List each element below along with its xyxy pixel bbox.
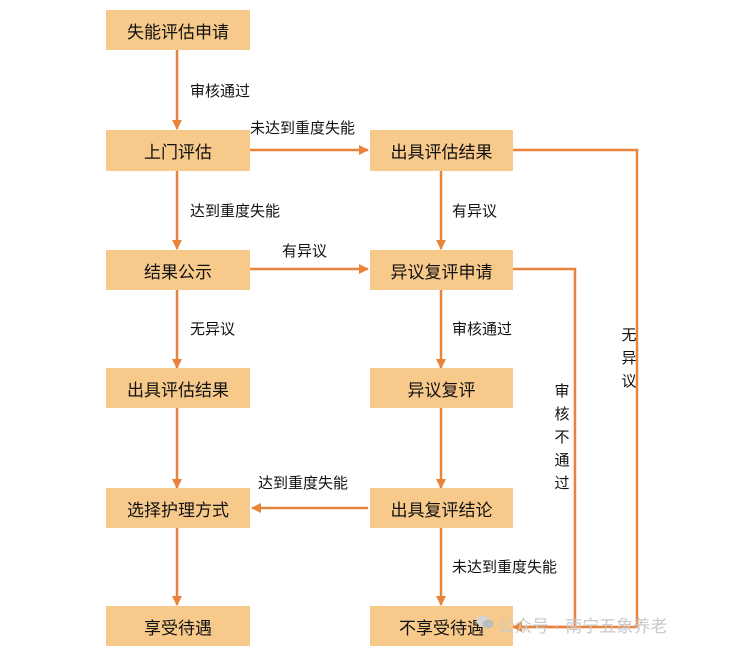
box-enjoy: 享受待遇	[106, 606, 250, 646]
arrow-result-right-no-objection	[512, 148, 639, 632]
label-not-severe-1: 未达到重度失能	[250, 119, 356, 137]
label-severe-1: 达到重度失能	[190, 202, 281, 220]
label-approved-1: 审核通过	[190, 82, 251, 100]
box-onsite: 上门评估	[106, 130, 250, 171]
label-no-objection-2: 无异议	[621, 326, 637, 390]
label-no-objection-1: 无异议	[190, 320, 236, 338]
box-objection-apply: 异议复评申请	[370, 250, 513, 290]
box-publicity: 结果公示	[106, 250, 250, 290]
box-result-left: 出具评估结果	[106, 368, 250, 408]
box-reassess: 异议复评	[370, 368, 513, 408]
box-result-right: 出具评估结果	[370, 130, 513, 171]
label-not-approved: 审核不通过	[554, 382, 570, 492]
label-has-objection-2: 有异议	[282, 242, 328, 260]
label-approved-2: 审核通过	[452, 320, 513, 338]
label-severe-2: 达到重度失能	[258, 474, 349, 492]
box-apply: 失能评估申请	[106, 10, 250, 50]
label-has-objection-1: 有异议	[452, 202, 498, 220]
watermark: 公众号 · 南宁五象养老	[498, 617, 668, 637]
wechat-icon	[476, 615, 494, 629]
label-not-severe-2: 未达到重度失能	[452, 558, 558, 576]
box-reassess-conclusion: 出具复评结论	[370, 488, 513, 528]
box-choose-care: 选择护理方式	[106, 488, 250, 528]
